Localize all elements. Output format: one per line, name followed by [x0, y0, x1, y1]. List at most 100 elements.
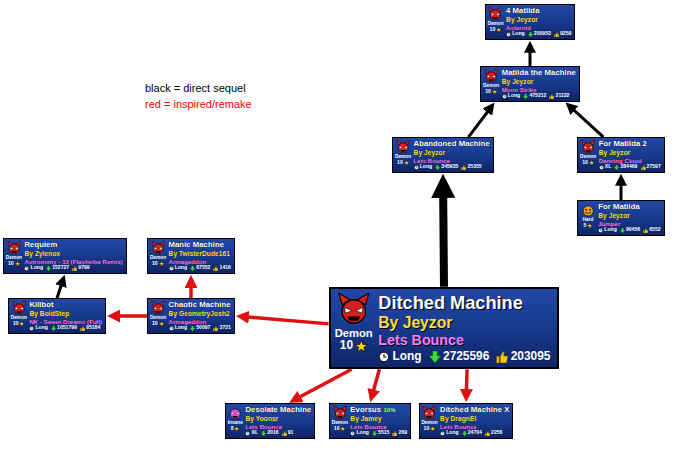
like-icon	[213, 326, 218, 331]
title-row: Requiem	[24, 241, 122, 250]
download-icon	[435, 165, 440, 170]
level-song: Armageddon	[169, 258, 207, 265]
info-column: For Matilda 2By JeyzorDancing CloudXL284…	[599, 140, 661, 170]
level-len: Long	[31, 265, 43, 271]
level-dl: 2725596	[443, 350, 489, 364]
level-len: Long	[36, 325, 48, 331]
level-len: Long	[512, 31, 524, 37]
sequel-arrow	[119, 314, 147, 318]
title-row: Ditched Machine X	[440, 406, 509, 415]
level-title: Desolate Machine	[245, 406, 311, 415]
level-len: Long	[604, 227, 616, 233]
level-title: Matilda the Machine	[502, 69, 576, 78]
stats-row: Long5515269	[350, 430, 407, 436]
song-row: Dancing Cloud	[599, 157, 661, 164]
song-row: Lets Bounce	[350, 423, 407, 430]
difficulty-column: Demon10	[11, 301, 27, 327]
title-row: Ditched Machine	[378, 293, 550, 314]
level-dl: 284469	[620, 164, 637, 170]
download-icon	[51, 326, 56, 331]
level-song: Asteroid	[506, 24, 531, 31]
stars-row: 10	[397, 160, 409, 166]
title-row: Chaotic Machine	[169, 301, 231, 310]
level-dl: 475212	[529, 93, 546, 99]
info-column: Matilda the MachineBy JeyzorMoon StrikeL…	[502, 69, 576, 99]
info-column: Chaotic MachineBy GeometryJosh2Armageddo…	[169, 301, 231, 331]
level-dl: 90456	[626, 227, 640, 233]
level-card: Demon10RequiemBy ZylenoxAstronomy - 13 (…	[3, 238, 127, 274]
stats-row: Long 152727 9799	[24, 265, 122, 271]
info-column: 4 MatildaBy JeyzorAsteroidLong2009539259	[506, 7, 571, 37]
level-song: Lets Bounce	[414, 157, 451, 164]
level-by: By Yoonsr	[245, 415, 278, 423]
level-card: Demon10KillbotBy BoldStepNK - Sweet Drea…	[8, 298, 106, 334]
level-dl: 5515	[378, 430, 389, 436]
level-dl: 345935	[441, 164, 458, 170]
level-song: Lets Bounce	[245, 423, 282, 430]
star-icon	[15, 261, 20, 266]
stars-row: 8	[231, 426, 240, 432]
level-card: Demon10Abandoned MachineBy JeyzorLets Bo…	[392, 137, 494, 173]
level-len: Long	[393, 350, 422, 364]
level-dl: 2016	[267, 430, 278, 436]
stars-row: 10	[424, 426, 436, 432]
author-row: By Zylenox	[24, 250, 122, 258]
difficulty-column: Insane8	[227, 406, 243, 432]
level-likes: 9259	[560, 31, 571, 37]
level-by: By Jeyzor	[598, 212, 630, 220]
legend: black = direct sequelred = inspired/rema…	[145, 80, 252, 112]
level-card: Demon10For Matilda 2By JeyzorDancing Clo…	[577, 137, 665, 173]
level-title: Killbot	[29, 301, 53, 310]
clock-icon	[506, 32, 511, 37]
level-by: By Zylenox	[24, 250, 60, 258]
sequel-arrow	[439, 197, 448, 287]
difficulty-column: Demon10	[150, 301, 166, 327]
download-icon	[190, 266, 195, 271]
author-row: By Jeyzor	[599, 149, 661, 157]
demon-difficulty-face	[422, 406, 436, 420]
song-row: Lets Bounce	[440, 423, 509, 430]
clock-icon	[598, 228, 603, 233]
level-diff: Insane	[228, 420, 243, 426]
difficulty-column: Demon10	[421, 406, 437, 432]
stats-row: Long247042256	[440, 430, 509, 436]
level-by: By Jeyzor	[599, 149, 631, 157]
download-icon	[528, 32, 533, 37]
level-likes: 9799	[78, 265, 89, 271]
demon-difficulty-face	[333, 406, 347, 420]
demon-difficulty-face	[581, 140, 595, 154]
title-row: Desolate Machine	[245, 406, 311, 415]
level-title: For Matilda 2	[599, 140, 647, 149]
info-column: Abandoned MachineBy JeyzorLets BounceLon…	[414, 140, 490, 170]
song-row: Lets Bounce	[245, 423, 311, 430]
demon-difficulty-face	[396, 140, 410, 154]
sequel-arrow	[468, 111, 488, 137]
song-row: Armageddon	[169, 258, 231, 265]
title-row: For Matilda	[598, 203, 660, 212]
author-row: By Jeyzor	[414, 149, 490, 157]
info-column: Ditched Machine XBy DragnElLets BounceLo…	[440, 406, 509, 436]
level-len: Long	[446, 430, 458, 436]
level-len: XL	[252, 430, 259, 436]
like-icon	[485, 431, 490, 436]
level-stars: 10	[152, 261, 158, 267]
difficulty-column: Demon10	[6, 241, 22, 267]
author-row: By DragnEl	[440, 415, 509, 423]
like-icon	[72, 266, 77, 271]
level-by: By GeometryJosh2	[169, 310, 230, 318]
level-song: Dancing Cloud	[599, 157, 642, 164]
info-column: RequiemBy ZylenoxAstronomy - 13 (Flashvi…	[24, 241, 122, 271]
star-icon	[492, 89, 497, 94]
level-dl: 67552	[196, 265, 210, 271]
clock-icon	[24, 266, 29, 271]
like-icon	[496, 351, 508, 363]
clock-icon	[414, 165, 419, 170]
stats-row: Long2009539259	[506, 31, 571, 37]
title-row: 4 Matilda	[506, 7, 571, 16]
level-diff: Demon	[335, 327, 373, 340]
clock-icon	[599, 165, 604, 170]
level-dl: 152727	[52, 265, 69, 271]
level-song: Lets Bounce	[350, 423, 387, 430]
level-likes: 95184	[86, 325, 100, 331]
level-song: Armageddon	[169, 318, 207, 325]
